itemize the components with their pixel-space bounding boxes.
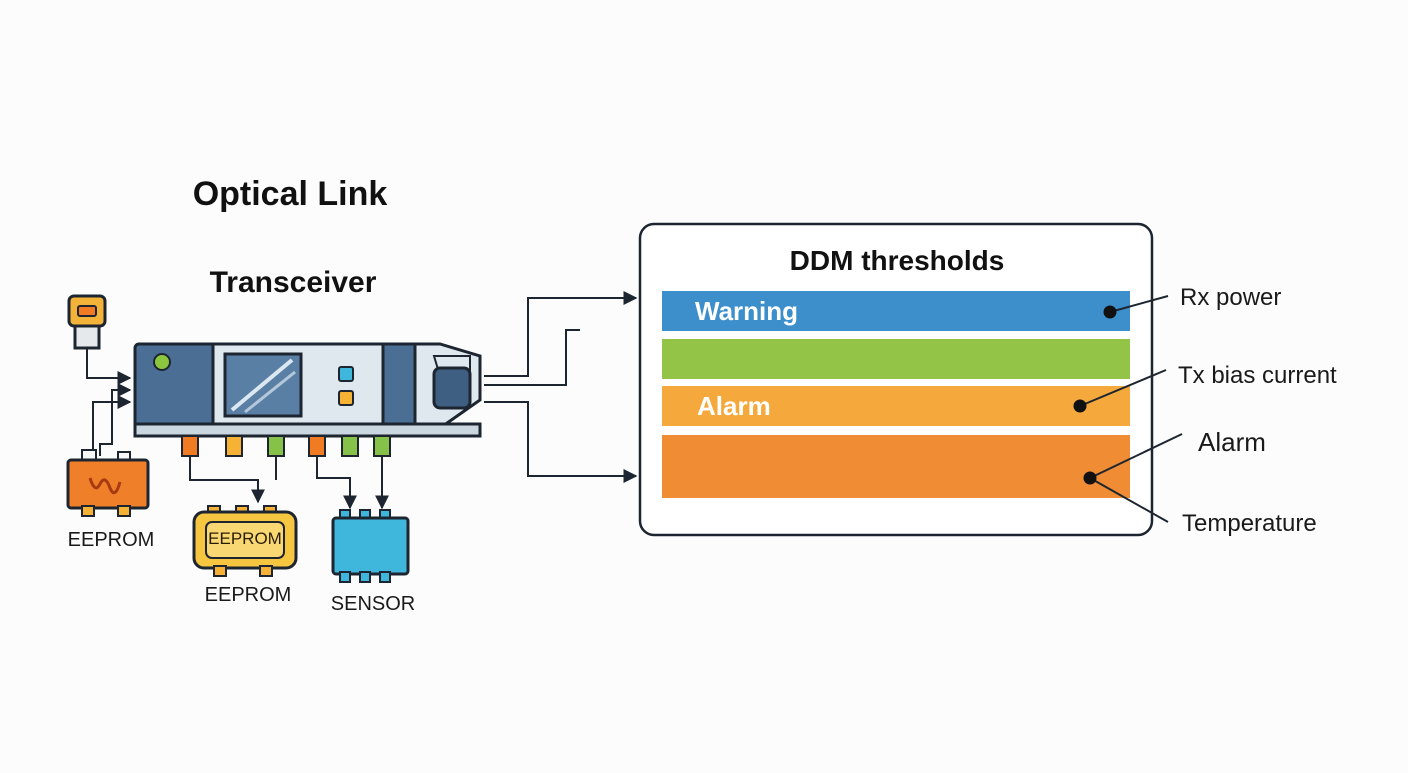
pin-wires [189,456,389,510]
sensor-label: SENSOR [331,593,415,615]
ddm-band-alarm [662,386,1130,426]
waveform-icon [88,477,122,495]
callout-dots [1073,305,1117,485]
left-wires [86,348,132,456]
callout-tx-bias-current: Tx bias current [1178,362,1337,389]
eeprom-center-chip [192,505,298,577]
ddm-band-high-alarm [662,435,1130,498]
ddm-band-normal [662,339,1130,379]
page-subtitle: Transceiver [210,266,377,299]
transceiver-module [133,342,482,438]
eeprom-center-chip-label: EEPROM [208,529,282,548]
link-lines [484,291,638,483]
sensor-chip [331,509,410,583]
ddm-panel-title: DDM thresholds [790,245,1005,276]
status-led-icon [153,353,171,371]
callout-temperature: Temperature [1182,510,1317,537]
eeprom-center-label: EEPROM [205,584,292,606]
ddm-band-alarm-label: Alarm [697,391,771,421]
callout-alarm: Alarm [1198,427,1266,457]
eeprom-left-label: EEPROM [68,529,155,551]
callout-leaders [1079,295,1183,523]
ddm-band-warning-label: Warning [695,296,798,326]
eeprom-left-chip [66,449,150,517]
callout-rx-power: Rx power [1180,284,1281,311]
module-pins [181,435,391,457]
ddm-band-warning [662,291,1130,331]
laser-connector-icon [67,294,107,350]
page-title: Optical Link [193,175,388,213]
